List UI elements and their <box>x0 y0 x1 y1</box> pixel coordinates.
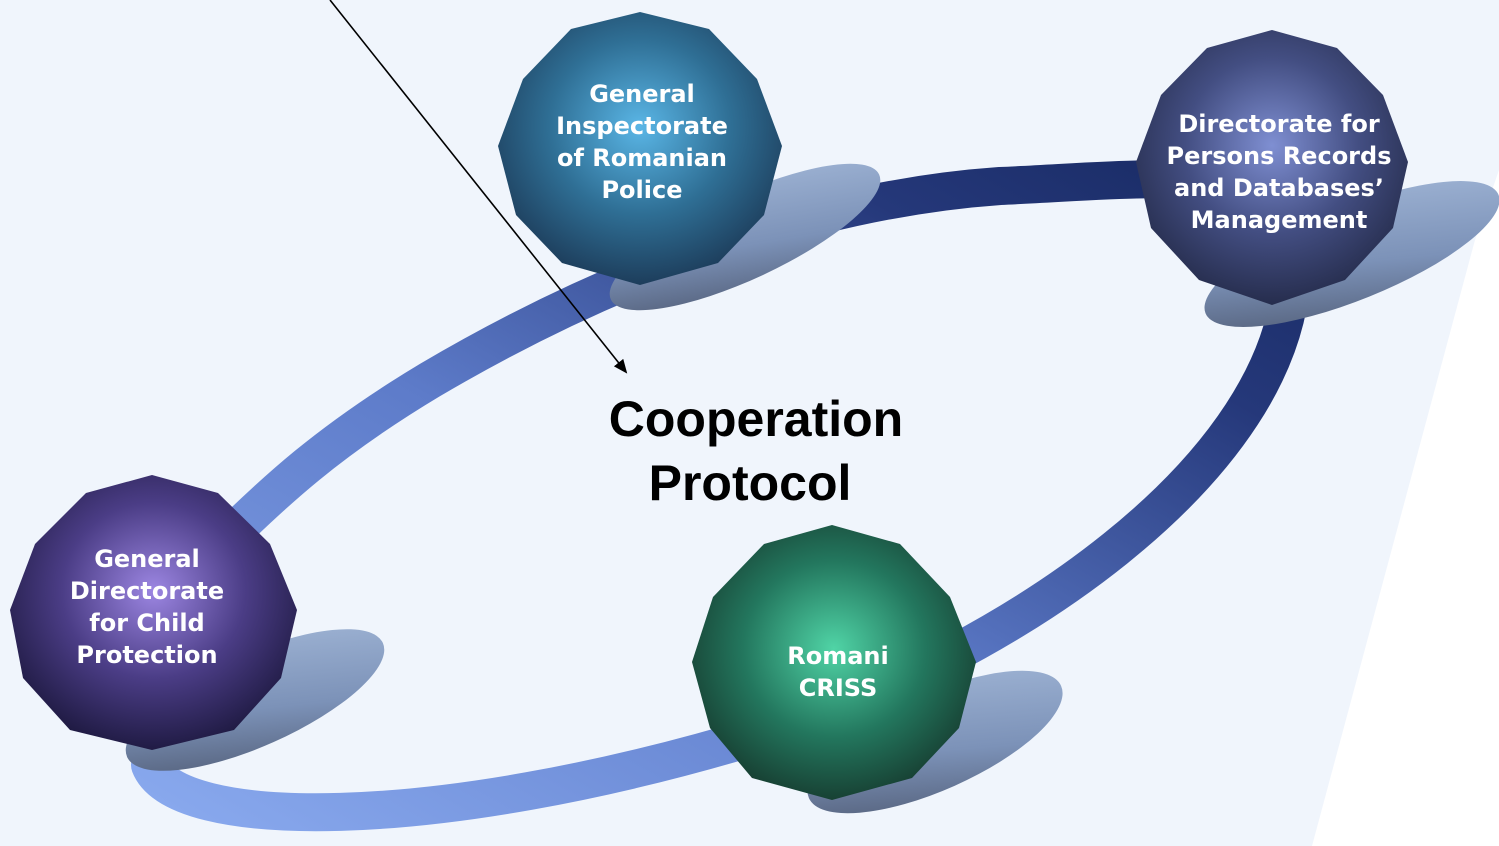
node-label: Directorate for <box>1178 110 1380 138</box>
node-label: Romani <box>787 642 888 670</box>
node-label: for Child <box>89 609 204 637</box>
node-label: and Databases’ <box>1174 174 1384 202</box>
node-shape <box>498 12 782 285</box>
node-label: Police <box>601 176 682 204</box>
node-label: CRISS <box>799 674 878 702</box>
node-shape <box>692 525 976 800</box>
pointer-arrow <box>329 0 628 374</box>
node-label: Protection <box>76 641 217 669</box>
node-label: Inspectorate <box>556 112 728 140</box>
node-shape <box>1136 30 1408 305</box>
center-title-line: Cooperation <box>609 391 903 447</box>
center-title: Cooperation Protocol <box>609 391 903 511</box>
node-label: General <box>589 80 695 108</box>
center-title-line: Protocol <box>649 455 852 511</box>
node-child-protection: General Directorate for Child Protection <box>10 475 297 750</box>
node-romani-criss: Romani CRISS <box>692 525 976 800</box>
node-label: Directorate <box>70 577 224 605</box>
node-label: Management <box>1191 206 1368 234</box>
node-shape <box>10 475 297 750</box>
node-label: General <box>94 545 200 573</box>
node-police: General Inspectorate of Romanian Police <box>498 12 782 285</box>
right-white-panel <box>1312 170 1499 846</box>
node-persons-records: Directorate for Persons Records and Data… <box>1136 30 1408 305</box>
node-label: Persons Records <box>1167 142 1392 170</box>
node-label: of Romanian <box>557 144 727 172</box>
